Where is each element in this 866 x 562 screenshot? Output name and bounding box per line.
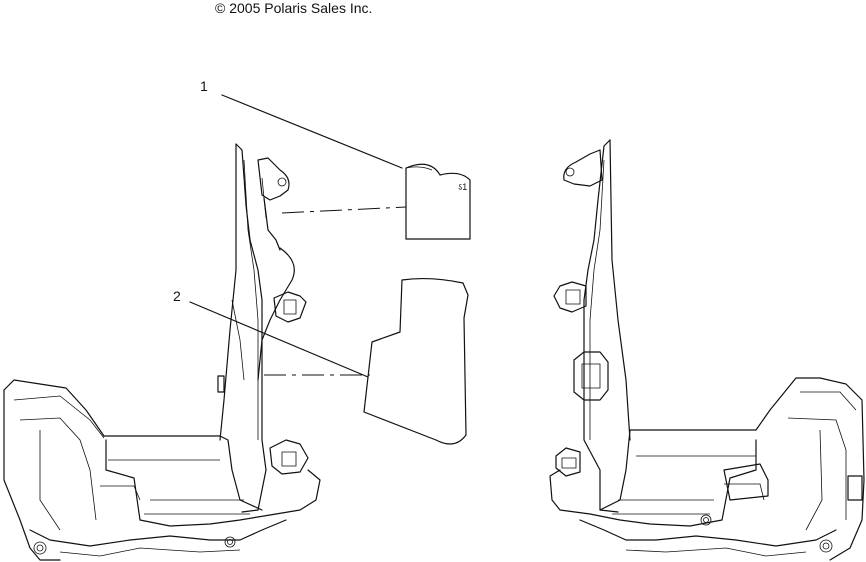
decal-panel-2 (363, 277, 469, 445)
decal-panel-1: ऽ1 (405, 163, 471, 240)
right-side-panel (549, 139, 865, 561)
panel-marking: ऽ1 (458, 182, 467, 192)
left-side-panel (3, 143, 321, 561)
leader-line-2 (189, 301, 369, 378)
leader-line-1 (221, 94, 403, 169)
callout-label-1: 1 (200, 78, 208, 94)
copyright-notice: © 2005 Polaris Sales Inc. (215, 0, 373, 16)
callout-label-2: 2 (173, 288, 181, 304)
guide-line-1 (281, 206, 407, 214)
